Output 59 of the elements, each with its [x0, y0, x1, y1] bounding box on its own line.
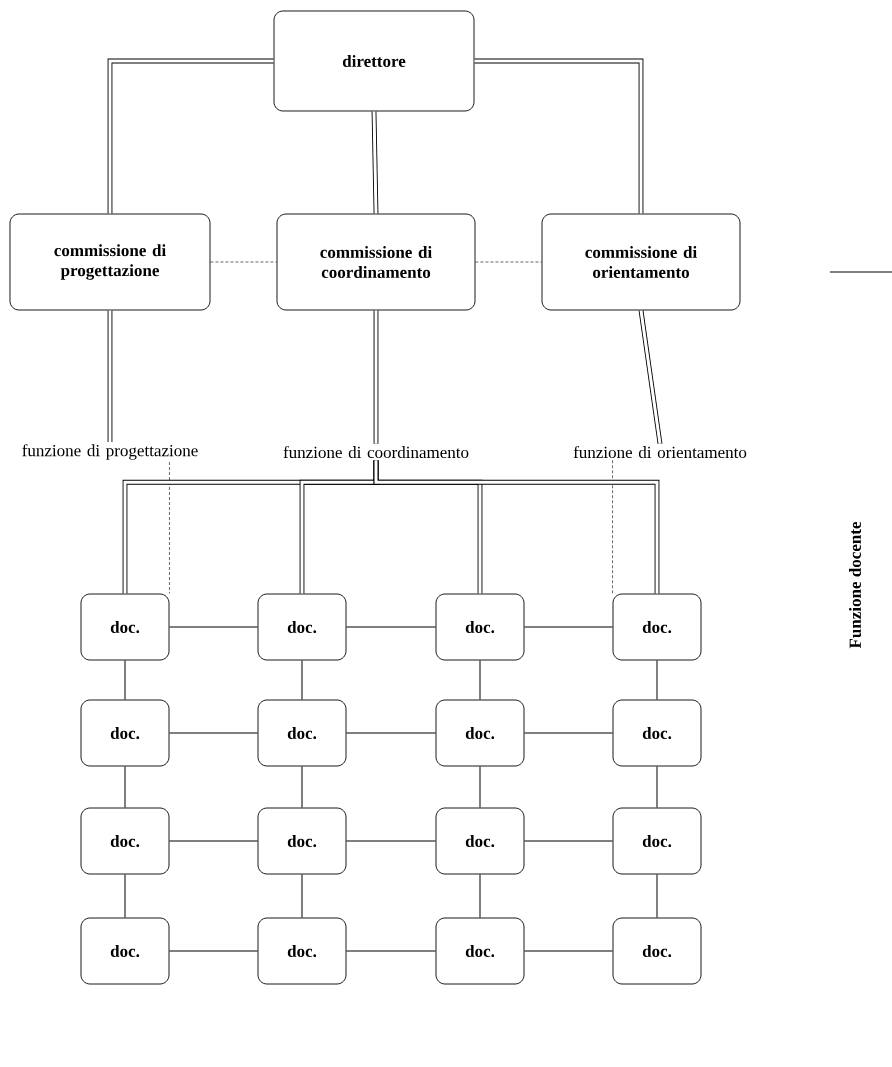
- connector: [345, 732, 437, 734]
- connector: [523, 950, 614, 952]
- connector: [107, 310, 113, 442]
- doc-box: doc.: [257, 807, 347, 875]
- connector: [301, 659, 303, 701]
- connector: [656, 659, 658, 701]
- doc-box: doc.: [435, 593, 525, 661]
- doc-box: doc.: [257, 593, 347, 661]
- doc-box: doc.: [80, 807, 170, 875]
- connector: [523, 626, 614, 628]
- function-label: funzione di progettazione: [22, 444, 198, 460]
- connector: [124, 659, 126, 701]
- doc-box: doc.: [612, 699, 702, 767]
- role-box: commissione di coordinamento: [276, 213, 476, 311]
- function-label: funzione di orientamento: [573, 445, 747, 459]
- connector: [523, 732, 614, 734]
- function-label: funzione di coordinamento: [283, 445, 469, 459]
- connector: [638, 310, 663, 445]
- doc-box: doc.: [435, 807, 525, 875]
- connector: [479, 765, 481, 809]
- doc-box: doc.: [612, 807, 702, 875]
- doc-box: doc.: [612, 917, 702, 985]
- doc-box: doc.: [435, 699, 525, 767]
- connector: [168, 626, 259, 628]
- connector: [169, 461, 170, 594]
- connector: [475, 261, 542, 263]
- connector: [474, 58, 644, 214]
- role-box: commissione di orientamento: [541, 213, 741, 311]
- connector: [345, 626, 437, 628]
- connector: [168, 732, 259, 734]
- role-box: direttore: [273, 10, 475, 112]
- connector: [210, 261, 277, 263]
- doc-box: doc.: [435, 917, 525, 985]
- connector: [371, 111, 379, 214]
- doc-box: doc.: [257, 699, 347, 767]
- connector: [373, 310, 379, 444]
- connector: [479, 873, 481, 919]
- doc-box: doc.: [80, 699, 170, 767]
- connector: [479, 659, 481, 701]
- connector: [345, 840, 437, 842]
- doc-box: doc.: [80, 917, 170, 985]
- role-box: commissione di progettazione: [9, 213, 211, 311]
- doc-box: doc.: [80, 593, 170, 661]
- connector: [656, 873, 658, 919]
- side-label: Funzione docente: [849, 521, 861, 649]
- connector: [373, 460, 660, 594]
- doc-box: doc.: [612, 593, 702, 661]
- connector: [124, 765, 126, 809]
- connector: [301, 873, 303, 919]
- connector: [168, 840, 259, 842]
- connector: [523, 840, 614, 842]
- connector: [612, 459, 613, 594]
- connector: [345, 950, 437, 952]
- connector: [168, 950, 259, 952]
- connector: [656, 765, 658, 809]
- connector: [107, 58, 274, 214]
- connector: [124, 873, 126, 919]
- connector: [301, 765, 303, 809]
- doc-box: doc.: [257, 917, 347, 985]
